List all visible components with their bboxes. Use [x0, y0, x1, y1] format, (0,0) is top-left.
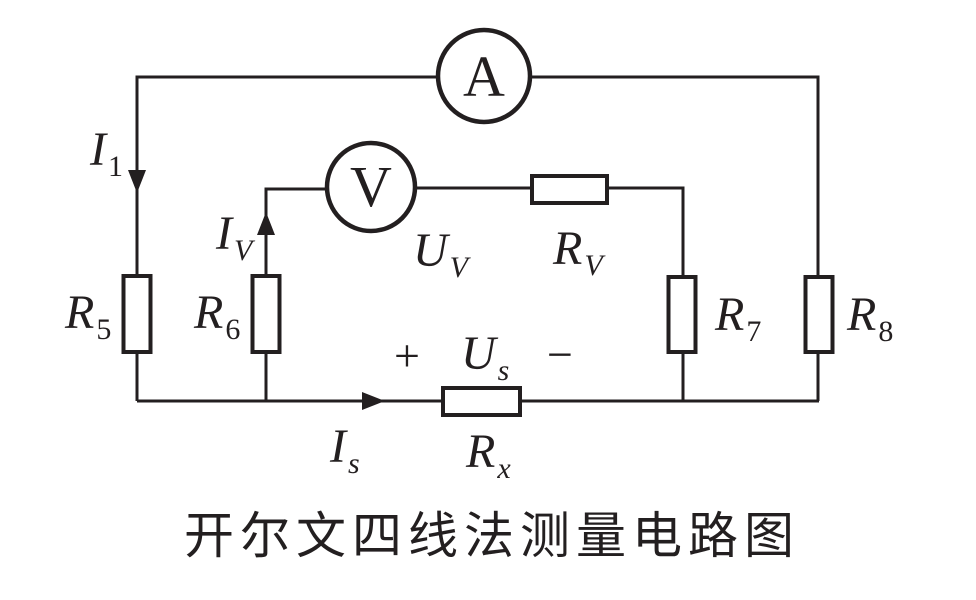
- label-is-main: I: [329, 420, 348, 473]
- voltmeter-circle: [324, 140, 418, 234]
- ammeter-circle: [435, 27, 533, 125]
- current-arrow-iv-up-icon: [257, 212, 275, 235]
- resistors: [121, 174, 835, 417]
- label-r6-sub: 6: [225, 313, 240, 346]
- voltmeter-label: V: [350, 154, 392, 219]
- label-rx-sub: x: [496, 452, 511, 485]
- label-is-sub: s: [348, 447, 360, 480]
- label-r7: R7: [714, 288, 761, 348]
- resistor-r5-body: [121, 274, 153, 354]
- label-iv: IV: [215, 207, 256, 267]
- label-r6: R6: [193, 286, 240, 346]
- resistor-r8-body: [803, 275, 835, 354]
- label-us-sub: s: [498, 354, 510, 387]
- label-r6-main: R: [193, 286, 223, 339]
- label-i1-main: I: [89, 123, 108, 176]
- current-arrows: [128, 170, 385, 410]
- label-iv-main: I: [215, 207, 234, 260]
- label-r8-sub: 8: [878, 315, 893, 348]
- label-iv-sub: V: [234, 234, 256, 267]
- label-r5: R5: [64, 286, 111, 346]
- label-i1: I1: [89, 123, 123, 183]
- label-us: Us: [461, 327, 509, 387]
- label-rv-sub: V: [584, 249, 606, 282]
- label-uv-main: U: [413, 224, 451, 277]
- current-arrow-is-right-icon: [362, 392, 385, 410]
- resistor-r6-body: [250, 274, 282, 354]
- meters: A V: [324, 27, 533, 234]
- label-rx-main: R: [465, 425, 495, 478]
- resistor-r7-body: [666, 275, 698, 354]
- label-r5-main: R: [64, 286, 94, 339]
- ammeter-label: A: [463, 44, 505, 109]
- label-r5-sub: 5: [96, 313, 111, 346]
- label-us-main: U: [461, 327, 499, 380]
- label-r8-main: R: [846, 288, 876, 341]
- label-rv-main: R: [552, 222, 582, 275]
- label-rv: RV: [552, 222, 606, 282]
- resistor-rv-body: [530, 174, 609, 205]
- label-us-minus-sign: −: [547, 329, 573, 380]
- figure-caption: 开尔文四线法测量电路图: [184, 508, 800, 564]
- label-us-plus-sign: +: [394, 330, 420, 381]
- label-r7-sub: 7: [746, 315, 761, 348]
- label-rx: Rx: [465, 425, 511, 485]
- label-r7-main: R: [714, 288, 744, 341]
- resistor-rx-body: [441, 386, 522, 417]
- label-is: Is: [329, 420, 360, 480]
- label-uv-sub: V: [450, 251, 472, 284]
- text-labels: I1 IV R5 R6 R7 R8 UV RV + Us − Is Rx: [64, 123, 893, 485]
- label-i1-sub: 1: [108, 150, 123, 183]
- label-r8: R8: [846, 288, 893, 348]
- label-uv: UV: [413, 224, 472, 284]
- current-arrow-i1-down-icon: [128, 170, 146, 193]
